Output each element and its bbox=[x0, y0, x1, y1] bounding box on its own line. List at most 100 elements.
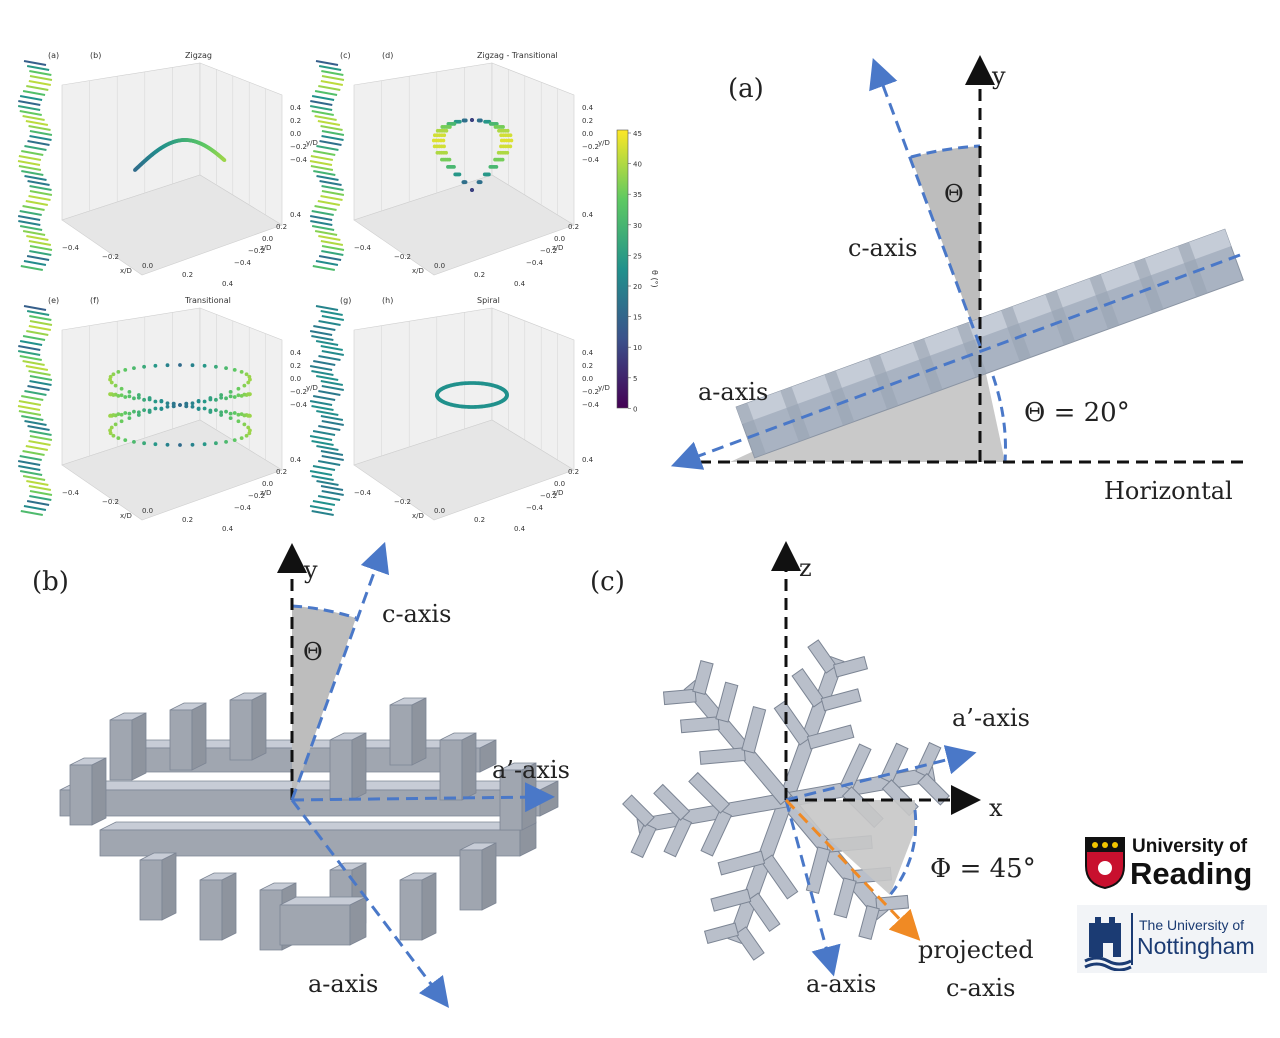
strip-segment bbox=[318, 85, 341, 91]
z-tick-label: 0.0 bbox=[554, 235, 565, 243]
trajectory-point bbox=[123, 438, 128, 443]
trajectory-point bbox=[242, 392, 247, 397]
strip-segment bbox=[22, 335, 46, 341]
trajectory-point bbox=[132, 439, 136, 444]
arm-branch bbox=[915, 741, 942, 778]
x-tick-label: −0.4 bbox=[354, 489, 372, 497]
theta-arc bbox=[291, 604, 357, 620]
trajectory-point bbox=[499, 138, 504, 143]
theta-wedge bbox=[292, 606, 356, 800]
trajectory-point bbox=[224, 366, 228, 371]
z-tick-label: −0.2 bbox=[248, 247, 265, 255]
trajectory-point bbox=[119, 419, 124, 424]
trajectory-point bbox=[119, 393, 124, 398]
branch-prism bbox=[109, 712, 147, 781]
trajectory-point bbox=[442, 144, 446, 149]
trajectory-point bbox=[153, 442, 158, 447]
trajectory-point bbox=[123, 411, 128, 415]
strip-segment bbox=[320, 450, 344, 456]
projected-c-axis-arrow bbox=[784, 798, 921, 941]
strip-segment bbox=[312, 500, 336, 506]
strip-segment bbox=[26, 310, 50, 316]
x-tick-label: 0.2 bbox=[474, 271, 485, 279]
strip-segment bbox=[28, 325, 52, 331]
trajectory-point bbox=[499, 144, 503, 149]
branch-prism bbox=[399, 872, 437, 941]
y-tick-label: 0.4 bbox=[290, 349, 302, 357]
strip-segment bbox=[17, 215, 41, 221]
arm-branch bbox=[820, 688, 862, 712]
arm-branch bbox=[699, 747, 746, 765]
c-axis-arrow bbox=[869, 57, 982, 347]
colorbar-tick-label: 20 bbox=[633, 283, 642, 291]
strip-segment bbox=[321, 70, 344, 76]
trajectory-point bbox=[463, 118, 468, 123]
arm-branch bbox=[622, 794, 655, 828]
strip-segment bbox=[318, 255, 342, 261]
a-axis-label: a-axis bbox=[308, 970, 378, 998]
strip-segment bbox=[18, 345, 41, 351]
strip-segment bbox=[23, 60, 47, 66]
strip-segment bbox=[17, 105, 41, 111]
strip-segment bbox=[27, 180, 50, 186]
strip-segment bbox=[318, 425, 341, 431]
trajectory-point bbox=[113, 383, 118, 388]
strip-segment bbox=[318, 65, 342, 71]
floor-pane bbox=[61, 174, 283, 276]
strip-segment bbox=[315, 260, 339, 266]
strip-segment bbox=[313, 325, 336, 331]
strip-segment bbox=[309, 160, 333, 166]
branch-prism bbox=[279, 896, 367, 946]
trajectory-point bbox=[228, 416, 233, 421]
strip-segment bbox=[20, 265, 43, 271]
strip-segment bbox=[321, 385, 344, 391]
prism-side bbox=[161, 852, 177, 921]
x-tick-label: −0.2 bbox=[102, 498, 119, 506]
strip-segment bbox=[25, 365, 49, 371]
trajectory-point bbox=[136, 393, 141, 397]
snowflake-arm bbox=[773, 639, 869, 804]
strip-segment bbox=[320, 345, 343, 351]
strip-segment bbox=[21, 395, 44, 401]
trajectory-point bbox=[214, 364, 218, 369]
strip-segment bbox=[309, 505, 333, 511]
floor-pane bbox=[353, 174, 575, 276]
z-tick-label: 0.2 bbox=[568, 223, 579, 231]
strip-segment bbox=[19, 225, 43, 231]
y-tick-label: 0.4 bbox=[582, 349, 594, 357]
trajectory-point bbox=[136, 395, 141, 400]
phi-value-label: Φ = 45° bbox=[930, 854, 1036, 884]
strip-segment bbox=[29, 490, 53, 496]
trajectory-point bbox=[208, 408, 213, 413]
x-axis-label: x/D bbox=[412, 267, 424, 275]
phi-arc bbox=[888, 809, 918, 896]
trajectory-point bbox=[153, 406, 158, 411]
branch-prism bbox=[199, 872, 237, 941]
trajectory-point bbox=[136, 410, 141, 415]
strip-segment bbox=[320, 415, 344, 421]
column-segment bbox=[1133, 258, 1164, 314]
colorbar-tick-label: 45 bbox=[633, 130, 642, 138]
arm-branch bbox=[662, 688, 697, 706]
snowflake-arm bbox=[622, 771, 788, 859]
trajectory-point bbox=[224, 409, 228, 414]
strip-segment bbox=[28, 125, 51, 131]
y-tick-label: 0.0 bbox=[290, 375, 301, 383]
arm-branch bbox=[806, 724, 855, 750]
a-prime-axis-label: a’-axis bbox=[952, 704, 1030, 732]
strip-segment bbox=[320, 125, 343, 131]
trajectory-point bbox=[116, 393, 121, 398]
prism-top bbox=[99, 821, 537, 831]
x-tick-label: 0.0 bbox=[434, 507, 445, 515]
branch-prism bbox=[499, 762, 537, 831]
strip-segment bbox=[29, 495, 52, 501]
strip-segment bbox=[24, 390, 47, 396]
y-tick-label: −0.2 bbox=[290, 143, 307, 151]
x-tick-label: 0.2 bbox=[474, 516, 485, 524]
strip-segment bbox=[321, 420, 344, 426]
diagram-c-label: (c) bbox=[590, 567, 625, 597]
trajectory-point bbox=[228, 394, 233, 399]
arm-branch bbox=[700, 809, 733, 857]
strip-segment bbox=[320, 195, 343, 201]
strip-segment bbox=[22, 115, 45, 121]
